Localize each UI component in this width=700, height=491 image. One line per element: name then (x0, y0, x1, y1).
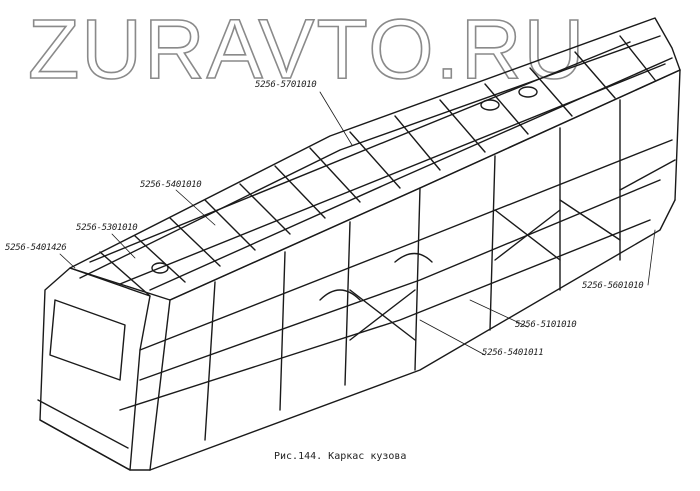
callout-label: 5256-5401011 (482, 348, 544, 358)
roof-stringer (89, 41, 631, 263)
floor-frame-2 (119, 219, 651, 411)
side-wall-bottom (149, 199, 676, 471)
callout-label: 5256-5101010 (515, 320, 577, 330)
side-wall-top (169, 69, 681, 301)
side-wall-window-rail (139, 139, 673, 351)
roof-hatch (151, 262, 169, 274)
side-pillars (149, 69, 681, 471)
callout-label: 5256-5701010 (255, 80, 317, 90)
callout-label: 5256-5401010 (140, 180, 202, 190)
front-frame (39, 267, 151, 471)
leader-lines (59, 91, 656, 356)
callout-label: 5256-5601010 (582, 281, 644, 291)
floor-frame (139, 179, 661, 381)
callout-label: 5256-5401426 (5, 243, 67, 253)
wheel-arch (394, 252, 433, 263)
roof-stringer (119, 63, 666, 285)
front-bumper (37, 399, 129, 449)
roof-hatch (518, 86, 538, 98)
wheel-arch (319, 289, 361, 301)
callout-label: 5256-5301010 (76, 223, 138, 233)
roof-inner-rail (79, 35, 661, 279)
watermark-logo: ZURAVTO.RU (27, 2, 587, 96)
figure-caption: Рис.144. Каркас кузова (274, 451, 407, 462)
roof-hatch (480, 99, 500, 111)
front-lower-frame (39, 419, 151, 471)
front-window-frame (49, 299, 126, 381)
roof-cross-members (99, 35, 656, 297)
